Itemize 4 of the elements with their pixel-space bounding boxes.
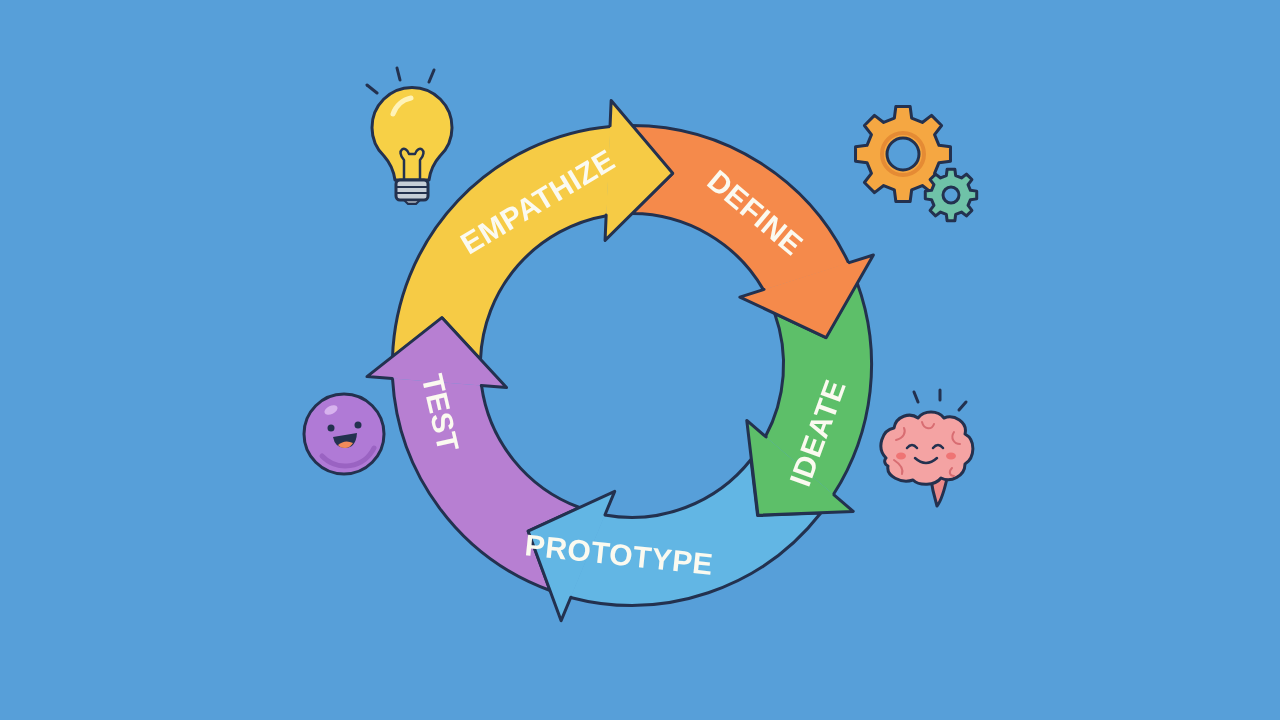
- stage-label: PROTOTYPE: [523, 529, 715, 580]
- stage-label: TEST: [416, 371, 464, 455]
- curved-band: [630, 123, 851, 291]
- curved-band: [764, 281, 874, 497]
